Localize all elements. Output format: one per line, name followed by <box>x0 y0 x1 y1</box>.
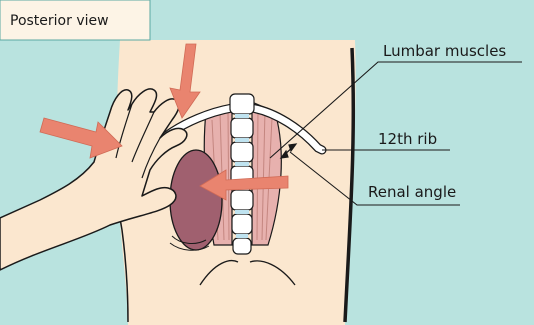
kidney <box>170 150 222 250</box>
view-label: Posterior view <box>10 13 109 29</box>
label-12th-rib: 12th rib <box>378 130 437 148</box>
label-lumbar-muscles: Lumbar muscles <box>383 42 506 60</box>
label-renal-angle: Renal angle <box>368 183 456 201</box>
